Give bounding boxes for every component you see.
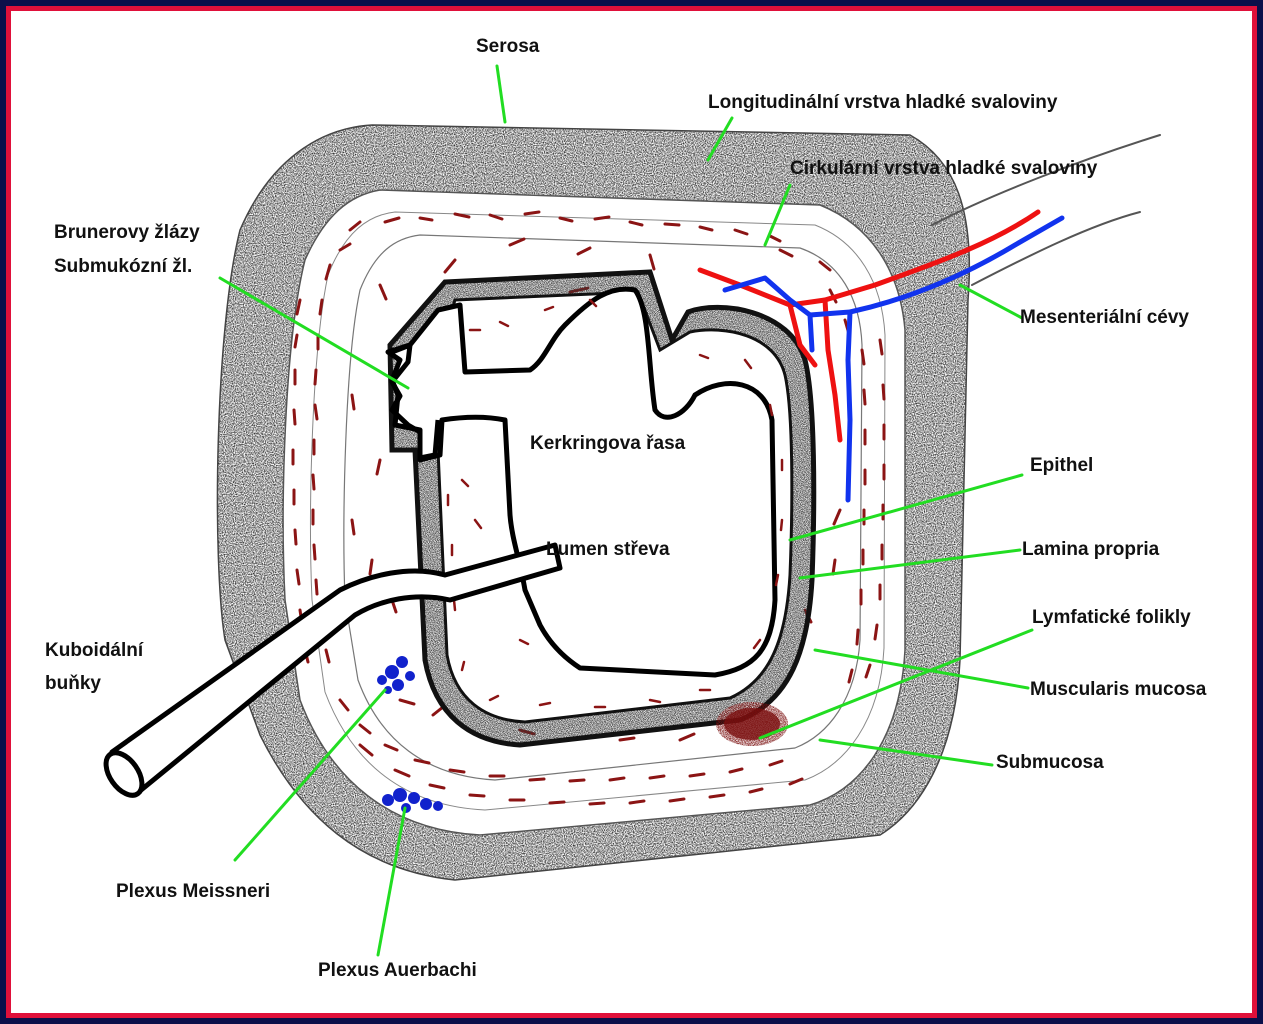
label-serosa: Serosa: [476, 36, 539, 58]
mucosa-layer: [388, 272, 814, 745]
label-lumen: Lumen střeva: [546, 539, 670, 561]
label-lymphatic-follicles: Lymfatické folikly: [1032, 607, 1191, 629]
label-muscularis-mucosa: Muscularis mucosa: [1030, 679, 1206, 701]
label-mesenteric-vessels: Mesenteriální cévy: [1020, 307, 1189, 329]
label-plexus-meissneri: Plexus Meissneri: [116, 881, 270, 903]
label-submucosal-glands: Submukózní žl.: [54, 256, 192, 278]
label-submucosa: Submucosa: [996, 752, 1104, 774]
label-cuboidal-cells-2: buňky: [45, 673, 101, 695]
label-epithel: Epithel: [1030, 455, 1093, 477]
label-kerckring-fold: Kerkringova řasa: [530, 433, 685, 455]
label-cuboidal-cells-1: Kuboidální: [45, 640, 143, 662]
label-circular-muscle: Cirkulární vrstva hladké svaloviny: [790, 158, 1097, 180]
lymphatic-follicle: [716, 702, 788, 746]
label-longitudinal-muscle: Longitudinální vrstva hladké svaloviny: [708, 92, 1057, 114]
label-brunner-glands: Brunerovy žlázy: [54, 222, 200, 244]
label-lamina-propria: Lamina propria: [1022, 539, 1159, 561]
label-plexus-auerbachi: Plexus Auerbachi: [318, 960, 477, 982]
